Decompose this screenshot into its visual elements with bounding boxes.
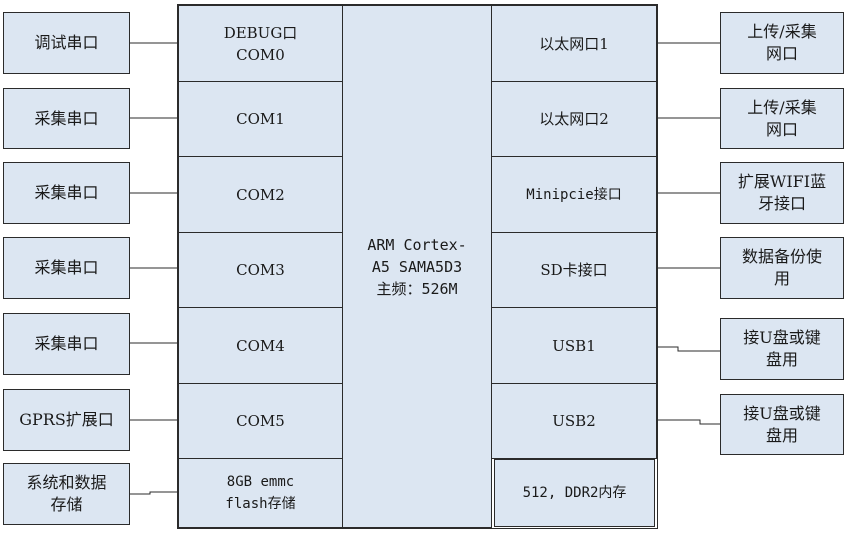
left-peripheral-collect-2: 采集串口 [3,162,130,224]
wire-usb2 [657,419,721,425]
left-peripheral-storage: 系统和数据 存储 [3,463,130,525]
left-peripheral-debug: 调试串口 [3,12,130,74]
right-peripheral-network-2: 上传/采集 网口 [720,88,844,149]
port-minipcie: Minipcie接口 [491,156,657,233]
left-peripheral-gprs: GPRS扩展口 [3,389,130,451]
port-usb2: USB2 [491,383,657,459]
port-sd-card: SD卡接口 [491,232,657,308]
right-peripheral-usb-disk-2: 接U盘或键 盘用 [720,394,844,455]
port-com5: COM5 [178,383,343,459]
port-com2: COM2 [178,156,343,233]
port-com1: COM1 [178,81,343,157]
port-ethernet-1: 以太网口1 [491,5,657,82]
left-peripheral-collect-4: 采集串口 [3,313,130,375]
left-peripheral-collect-1: 采集串口 [3,88,130,149]
right-peripheral-network-1: 上传/采集 网口 [720,12,844,74]
port-ddr2-memory: 512, DDR2内存 [494,459,655,527]
right-peripheral-wifi-bt: 扩展WIFI蓝 牙接口 [720,162,844,224]
left-peripheral-collect-3: 采集串口 [3,237,130,299]
port-usb1: USB1 [491,307,657,384]
port-com4: COM4 [178,307,343,384]
port-emmc-flash: 8GB emmc flash存储 [178,458,343,528]
port-debug-com0: DEBUG口 COM0 [178,5,343,82]
wire-emmc [129,491,178,495]
port-com3: COM3 [178,232,343,308]
cpu-block: ARM Cortex- A5 SAMA5D3 主频：526M [342,5,492,528]
wire-usb1 [657,346,721,352]
port-ethernet-2: 以太网口2 [491,81,657,157]
right-peripheral-backup: 数据备份使 用 [720,237,844,299]
right-peripheral-usb-disk-1: 接U盘或键 盘用 [720,318,844,380]
